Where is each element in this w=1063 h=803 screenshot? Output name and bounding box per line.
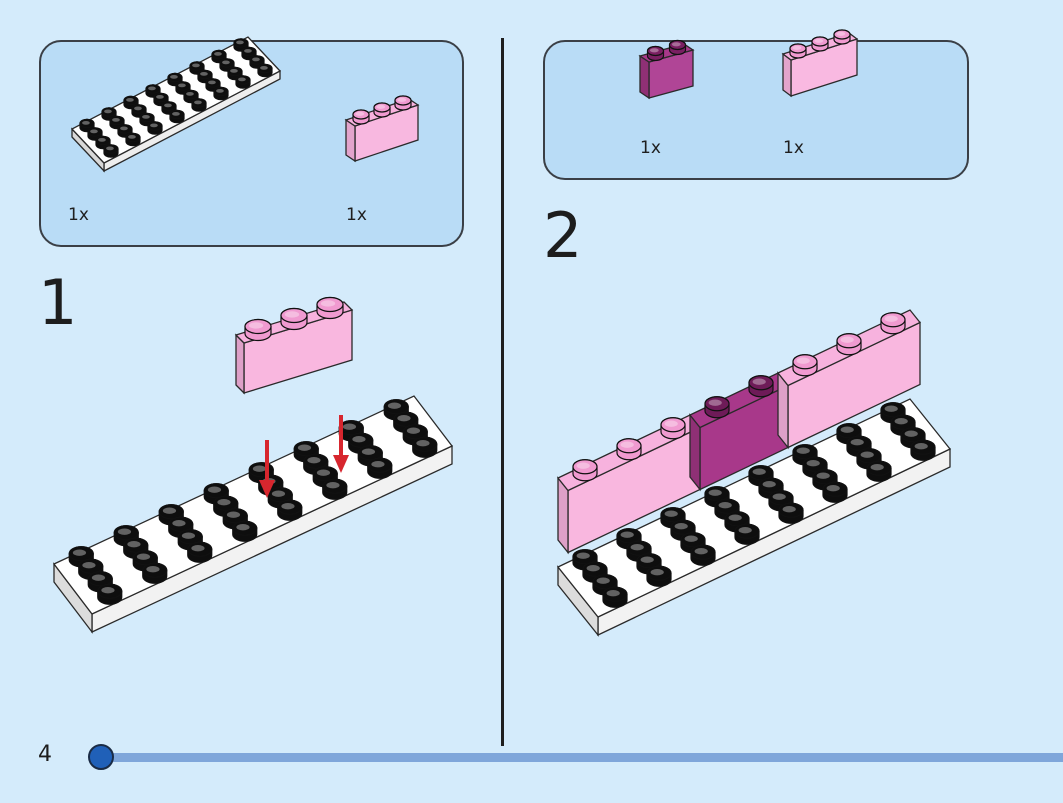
plate-stud	[187, 541, 213, 563]
brick-stud	[836, 333, 862, 356]
plate-stud	[232, 520, 258, 542]
plate-stud	[367, 457, 393, 479]
plate-stud	[113, 525, 139, 547]
plate-stud	[235, 75, 251, 89]
page-number: 4	[38, 742, 52, 767]
progress-bar	[102, 753, 1063, 762]
plate-stud	[213, 86, 229, 101]
plate-stud	[257, 63, 273, 78]
step1-part1-qty: 1x	[68, 205, 89, 225]
plate-stud	[87, 127, 103, 141]
brick-stud	[748, 375, 774, 398]
brick-stud	[616, 438, 642, 461]
plate-stud	[211, 49, 227, 64]
plate-stud	[778, 502, 804, 524]
plate-stud	[734, 523, 760, 545]
column-divider	[501, 38, 504, 746]
pink-brick	[344, 95, 420, 163]
plate-stud	[636, 553, 662, 575]
pink-brick	[781, 29, 859, 98]
plate-stud	[602, 586, 628, 608]
brick-stud	[280, 307, 308, 331]
plate-stud	[646, 565, 672, 587]
plate-stud	[101, 107, 117, 121]
down-arrow-icon	[259, 440, 275, 498]
plate-stud	[189, 61, 205, 75]
brick-stud	[668, 39, 687, 56]
plate-stud	[660, 507, 686, 529]
pink-brick	[556, 414, 702, 555]
step2-part1-qty: 1x	[640, 138, 661, 158]
plate-stud	[153, 92, 169, 107]
brick-stud	[572, 459, 598, 482]
down-arrow-icon	[333, 415, 349, 473]
brick-stud	[244, 318, 272, 342]
plate-stud	[690, 544, 716, 566]
brick-stud	[789, 43, 807, 59]
plate-stud	[68, 546, 94, 568]
plate-stud	[103, 144, 119, 158]
plate-stud	[866, 460, 892, 482]
brick-stud	[316, 296, 344, 320]
white-plate	[52, 395, 454, 634]
pink-brick	[776, 309, 922, 450]
magenta-brick	[688, 372, 790, 492]
plate-stud	[191, 98, 207, 112]
step1-part2-qty: 1x	[346, 205, 367, 225]
plate-stud	[714, 498, 740, 520]
part-pink-brick-icon	[781, 29, 859, 98]
brick-stud	[394, 95, 412, 111]
brick-stud	[352, 109, 370, 125]
plate-stud	[812, 469, 838, 491]
plate-stud	[131, 104, 147, 118]
plate-stud	[412, 436, 438, 458]
pink-brick	[234, 296, 354, 395]
plate-stud	[383, 399, 409, 421]
step2-number: 2	[543, 199, 583, 272]
part-pink-brick-icon	[344, 95, 420, 163]
step1-assembly-illustration	[52, 296, 454, 634]
plate-stud	[142, 562, 168, 584]
plate-stud	[175, 81, 191, 95]
brick-stud	[792, 354, 818, 377]
step1-number: 1	[38, 266, 78, 339]
part-white-plate-icon	[70, 36, 282, 173]
step2-part2-qty: 1x	[783, 138, 804, 158]
progress-indicator-dot	[88, 744, 114, 770]
plate-stud	[147, 121, 163, 135]
white-plate	[70, 36, 282, 173]
brick-stud	[880, 312, 906, 335]
brick-stud	[833, 29, 851, 45]
step2-assembly-illustration	[556, 309, 952, 637]
plate-stud	[125, 132, 141, 147]
plate-stud	[582, 561, 608, 583]
plate-stud	[402, 424, 428, 446]
step2-parts-box	[543, 40, 969, 180]
brick-stud	[811, 36, 829, 52]
plate-stud	[822, 481, 848, 503]
plate-stud	[97, 583, 123, 605]
brick-stud	[373, 102, 391, 118]
magenta-brick	[638, 39, 695, 100]
brick-stud	[660, 417, 686, 440]
brick-stud	[646, 45, 665, 62]
plate-stud	[348, 432, 374, 454]
plate-stud	[277, 499, 303, 521]
plate-stud	[910, 439, 936, 461]
plate-stud	[322, 478, 348, 500]
white-plate	[556, 398, 952, 637]
part-magenta-brick-icon	[638, 39, 695, 100]
brick-stud	[704, 396, 730, 419]
plate-stud	[169, 109, 185, 124]
